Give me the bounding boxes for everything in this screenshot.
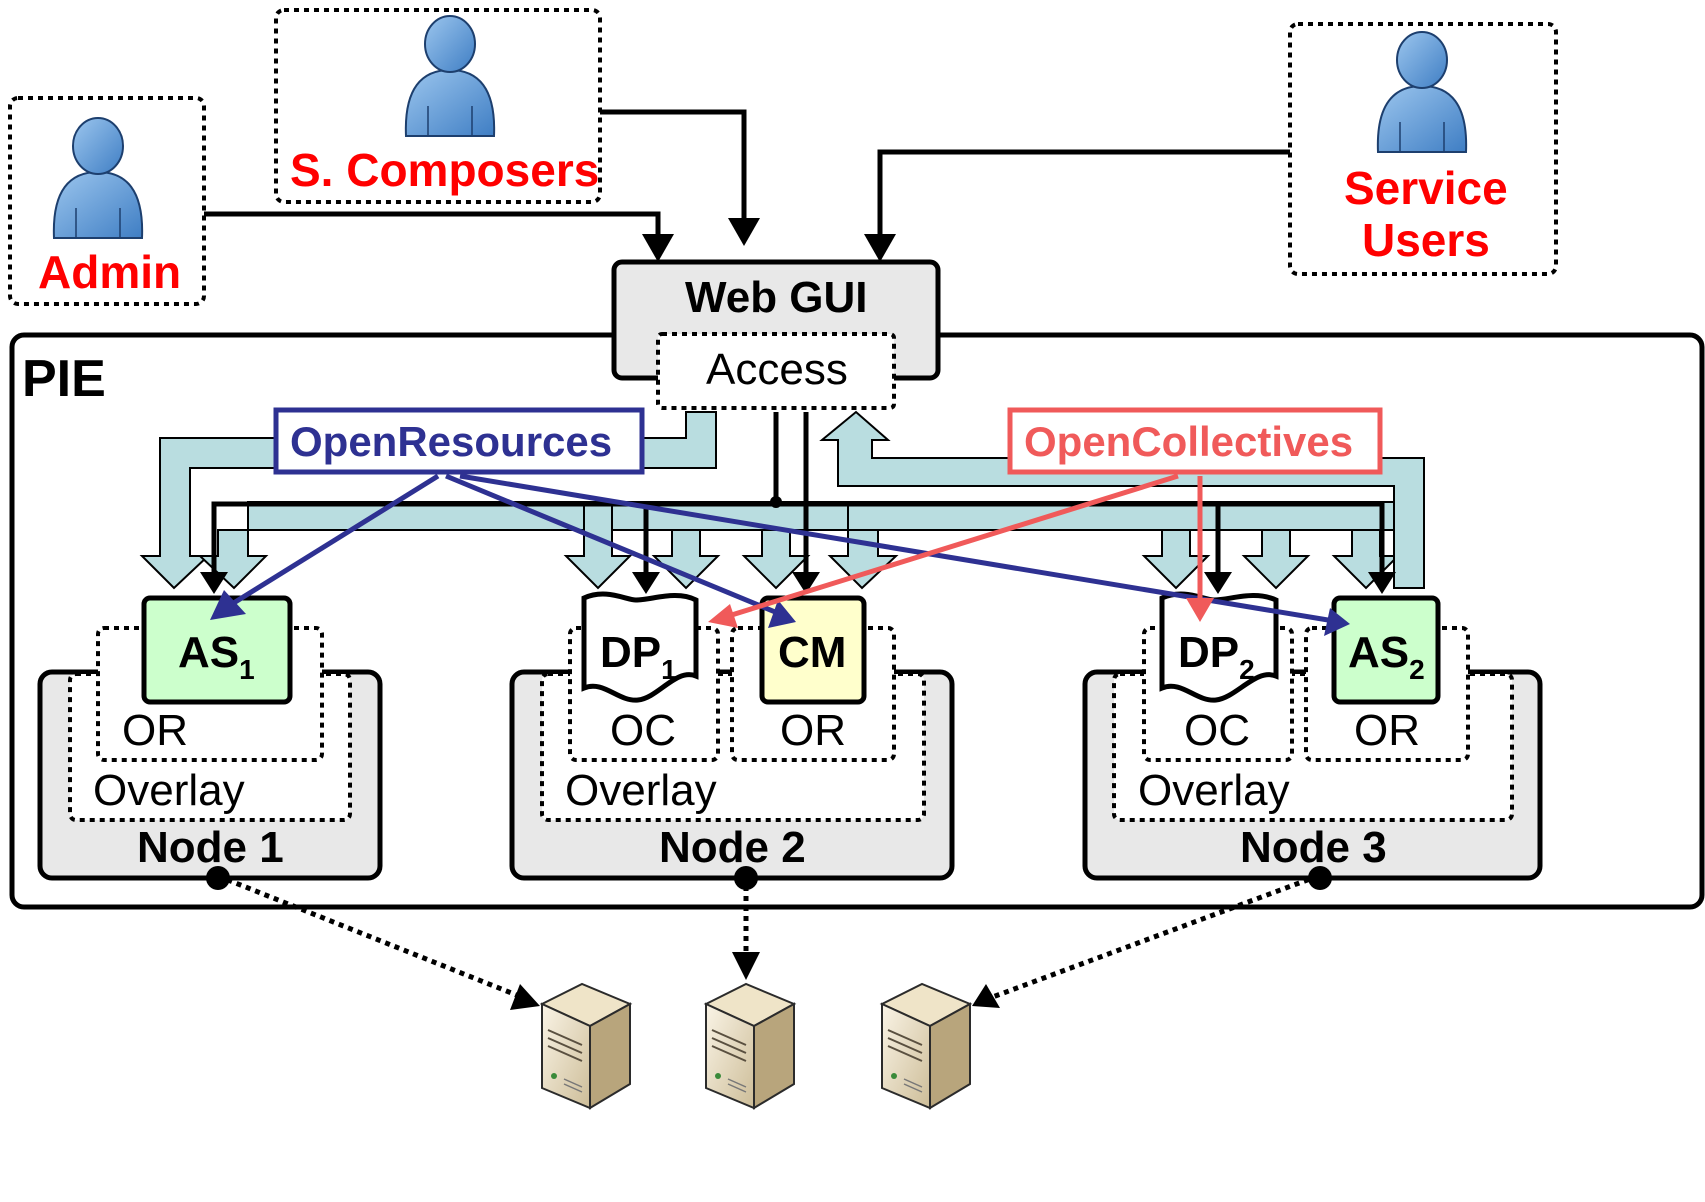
access-label: Access (706, 345, 848, 394)
actor-arrowheads (642, 218, 896, 262)
dp2-subscript: 2 (1239, 654, 1255, 685)
as2-label: AS (1348, 628, 1409, 677)
composers-actor[interactable]: S. Composers (274, 8, 602, 204)
actor-links (204, 109, 1290, 242)
service-users-actor[interactable]: Service Users (1288, 22, 1558, 276)
node-2: OC OR Overlay Node 2 (509, 626, 955, 881)
junction-dot (770, 496, 782, 508)
server-icon (881, 983, 971, 1109)
node-3-label: Node 3 (1240, 823, 1387, 872)
server-icon (705, 983, 795, 1109)
open-resources-arrowheads (210, 590, 1350, 636)
or-label-node-2: OR (780, 706, 846, 755)
access-links (211, 412, 1385, 590)
open-resources-label: OpenResources (290, 418, 612, 465)
as1-component[interactable]: AS1 (141, 595, 293, 705)
pie-label: PIE (22, 350, 106, 408)
composers-label: S. Composers (290, 144, 599, 196)
dp1-subscript: 1 (661, 654, 677, 685)
svg-text:DP1: DP1 (600, 628, 677, 685)
access-box[interactable] (656, 332, 896, 410)
service-users-label-line1: Service (1344, 162, 1508, 214)
open-collectives-label: OpenCollectives (1024, 418, 1353, 465)
node-connectors (206, 866, 1332, 890)
open-collectives-arrowheads (708, 598, 1214, 628)
dp2-label: DP (1178, 628, 1239, 677)
dp1-label: DP (600, 628, 661, 677)
as2-component[interactable]: AS2 (1331, 595, 1441, 705)
overlay-label-node-2: Overlay (565, 766, 717, 815)
overlay-label-node-3: Overlay (1138, 766, 1290, 815)
service-users-label-line2: Users (1362, 214, 1490, 266)
svg-text:AS2: AS2 (1348, 628, 1425, 685)
open-resources: OpenResources (273, 407, 645, 475)
web-gui-box[interactable]: Web GUI Access (611, 259, 941, 410)
dp1-component[interactable]: DP1 (581, 591, 699, 703)
or-label-node-3: OR (1354, 706, 1420, 755)
admin-actor[interactable]: Admin (8, 96, 206, 306)
node-server-arrowheads (510, 952, 1000, 1010)
as1-subscript: 1 (239, 654, 255, 685)
node-2-label: Node 2 (659, 823, 806, 872)
open-collectives-arrows (721, 473, 1203, 621)
or-label-node-1: OR (122, 706, 188, 755)
overlay-label-node-1: Overlay (93, 766, 245, 815)
web-gui-title: Web GUI (685, 273, 868, 322)
oc-label-node-2: OC (610, 706, 676, 755)
oc-label-node-3: OC (1184, 706, 1250, 755)
as2-subscript: 2 (1409, 654, 1425, 685)
node-1-label: Node 1 (137, 823, 284, 872)
svg-text:DP2: DP2 (1178, 628, 1255, 685)
svg-text:AS1: AS1 (178, 628, 255, 685)
server-icon (541, 983, 631, 1109)
open-resources-arrows (230, 473, 1341, 625)
open-collectives: OpenCollectives (1007, 407, 1383, 475)
cm-label: CM (778, 628, 846, 677)
admin-label: Admin (38, 246, 181, 298)
access-arrowheads (200, 572, 1396, 594)
as1-label: AS (178, 628, 239, 677)
cm-component[interactable]: CM (759, 595, 867, 705)
